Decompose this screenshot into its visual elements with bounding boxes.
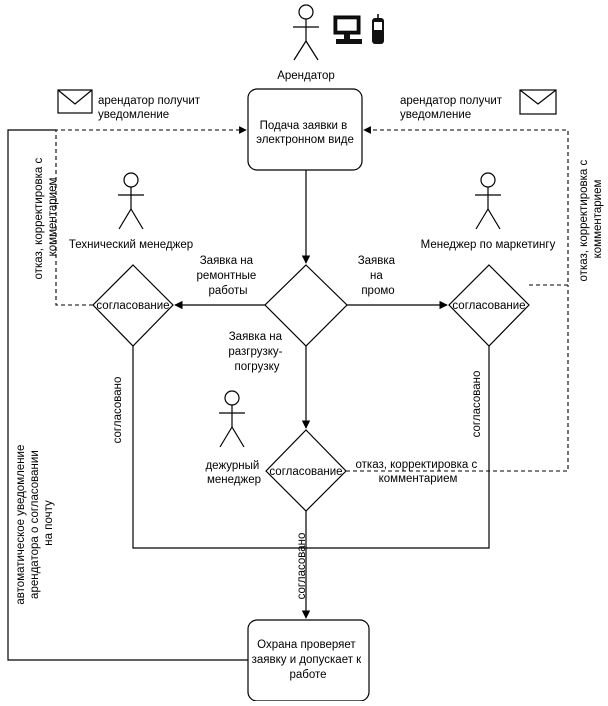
rejection-flow-duty bbox=[346, 285, 569, 472]
promo-request-label: Заявка на промо bbox=[358, 255, 399, 297]
security-check-label: Охрана проверяет заявку и допускает к ра… bbox=[252, 639, 365, 681]
auto-notification-flow bbox=[7, 129, 248, 661]
technical-manager-label: Технический менеджер bbox=[69, 239, 193, 251]
approval-label-technical: согласование bbox=[96, 300, 169, 312]
reject-left-label: отказ, корректировка с комментарием bbox=[33, 155, 59, 280]
repair-request-label: Заявка на ремонтные работы bbox=[197, 255, 260, 297]
rejection-flow-marketing bbox=[363, 126, 569, 286]
tenant-actor-icon bbox=[293, 4, 319, 61]
reject-right-label: отказ, корректировка с комментарием bbox=[578, 157, 604, 282]
notify-right-label: арендатор получит уведомление bbox=[400, 95, 505, 121]
technical-manager-actor-icon bbox=[118, 172, 144, 230]
submit-request-node bbox=[247, 88, 363, 171]
mobile-phone-icon bbox=[372, 14, 384, 44]
submit-request-label: Подача заявки в электронном виде bbox=[256, 120, 354, 146]
envelope-icon bbox=[57, 89, 93, 114]
approved-label-right: согласовано bbox=[471, 371, 483, 438]
envelope-icon bbox=[519, 89, 557, 115]
approval-label-duty: согласование bbox=[269, 466, 342, 478]
approved-merge-line bbox=[132, 346, 490, 549]
duty-manager-label: дежурный менеджер bbox=[205, 460, 262, 486]
marketing-manager-actor-icon bbox=[475, 172, 501, 230]
approved-label-center: согласовано bbox=[296, 533, 308, 600]
notify-left-label: арендатор получит уведомление bbox=[98, 95, 203, 121]
auto-notify-label: автоматическое уведомление арендатора о … bbox=[15, 441, 55, 604]
loading-request-label: Заявка на разгрузку- погрузку bbox=[228, 331, 285, 373]
reject-bottom-label: отказ, корректировка с комментарием bbox=[356, 459, 481, 485]
approval-label-marketing: согласование bbox=[452, 300, 525, 312]
computer-icon bbox=[333, 15, 362, 44]
duty-manager-actor-icon bbox=[219, 390, 245, 448]
marketing-manager-label: Менеджер по маркетингу bbox=[421, 239, 556, 251]
tenant-label: Арендатор bbox=[277, 70, 335, 82]
approved-label-left: согласовано bbox=[112, 377, 124, 444]
